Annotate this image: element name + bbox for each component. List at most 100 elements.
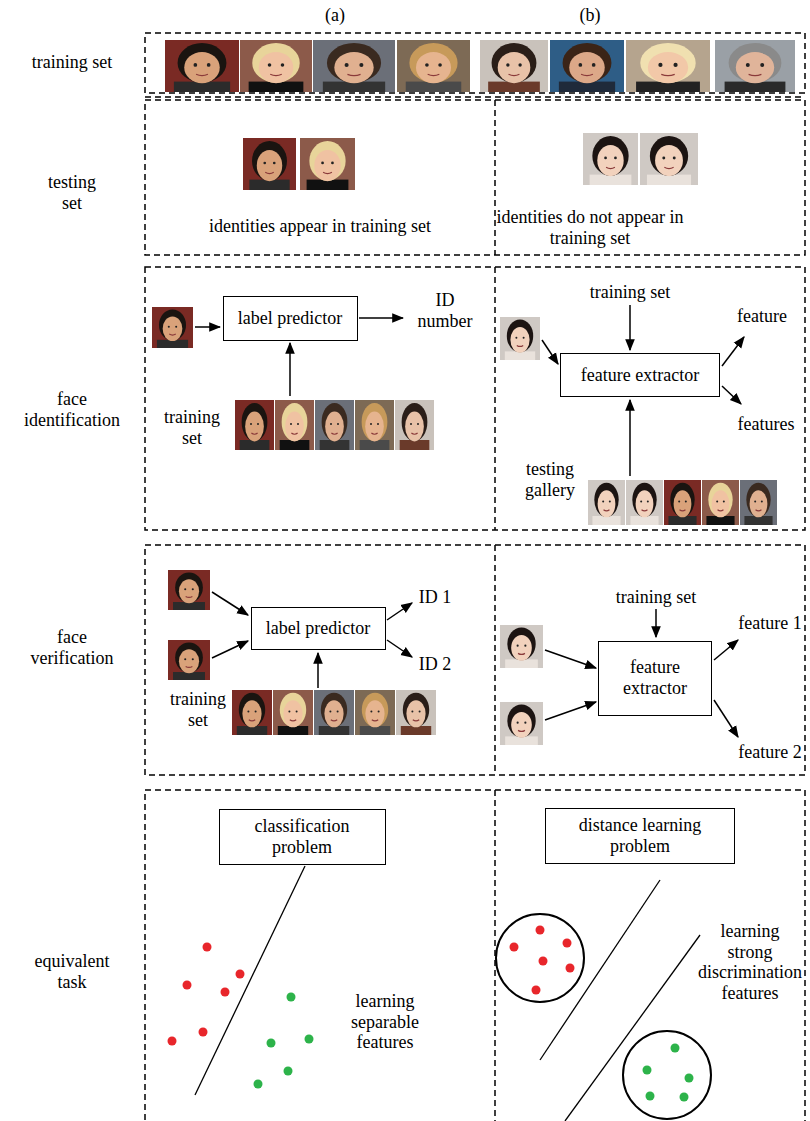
arrow xyxy=(195,326,220,328)
face-photo xyxy=(243,138,296,190)
photo-background xyxy=(152,307,193,348)
photo-background xyxy=(314,690,354,735)
photo-eye xyxy=(370,711,372,713)
photo-hair xyxy=(729,43,782,83)
photo-shoulders xyxy=(647,175,691,185)
face-photo xyxy=(355,690,395,735)
photo-mouth xyxy=(372,720,378,721)
face-photo xyxy=(500,702,543,745)
face-photo xyxy=(232,690,272,735)
face-photo xyxy=(500,317,540,360)
photo-eye xyxy=(290,423,292,425)
photo-background xyxy=(300,138,355,190)
text-label: ID number xyxy=(418,290,473,331)
process-box: label predictor xyxy=(251,607,386,650)
photo-background xyxy=(480,40,548,92)
face-photo xyxy=(583,133,638,185)
separating-line xyxy=(195,866,305,1095)
photo-mouth xyxy=(604,510,610,511)
photo-mouth xyxy=(270,74,282,75)
box-text-group: label predictor xyxy=(238,308,342,329)
photo-face xyxy=(285,412,304,442)
face-photo xyxy=(168,570,210,610)
sample-dot xyxy=(510,943,519,952)
arrow xyxy=(545,702,596,720)
arrow xyxy=(722,337,744,366)
photo-hair xyxy=(640,43,695,83)
separating-line xyxy=(540,880,660,1060)
photo-eye xyxy=(523,337,525,339)
process-box: feature extractor xyxy=(598,641,712,716)
photo-hair xyxy=(239,693,265,727)
arrow xyxy=(387,603,412,620)
photo-hair xyxy=(402,403,428,441)
photo-eye xyxy=(524,645,526,647)
photo-eye xyxy=(268,63,272,67)
photo-background xyxy=(275,400,314,450)
face-photo xyxy=(500,625,543,668)
photo-hair xyxy=(403,693,429,727)
box-label: feature extractor xyxy=(623,657,687,698)
photo-eye xyxy=(592,63,596,67)
photo-background xyxy=(313,40,395,92)
photo-hair xyxy=(362,693,388,727)
photo-eye xyxy=(255,711,257,713)
photo-face xyxy=(163,316,183,341)
photo-mouth xyxy=(323,172,332,173)
face-photo xyxy=(395,400,434,450)
face-photo xyxy=(626,40,710,92)
photo-hair xyxy=(280,693,306,727)
photo-mouth xyxy=(518,653,525,654)
photo-background xyxy=(500,625,543,668)
sample-dot xyxy=(643,1066,652,1075)
photo-face xyxy=(655,145,683,176)
text-label: identities appear in training set xyxy=(209,216,431,237)
photo-hair xyxy=(282,403,308,441)
photo-hair xyxy=(175,572,203,602)
photo-eye xyxy=(281,63,285,67)
photo-shoulders xyxy=(590,175,632,185)
text-label: training set xyxy=(616,587,696,608)
photo-face xyxy=(245,412,264,442)
photo-face xyxy=(736,52,774,83)
photo-eye xyxy=(410,423,412,425)
photo-eye xyxy=(604,157,607,160)
text-label: features xyxy=(738,414,795,435)
sample-dot xyxy=(539,957,548,966)
photo-eye xyxy=(257,423,259,425)
text-label: learning separable features xyxy=(351,991,419,1053)
sample-dot xyxy=(284,1067,293,1076)
photo-eye xyxy=(506,63,509,66)
photo-eye xyxy=(602,501,604,503)
photo-background xyxy=(235,400,274,450)
sample-dot xyxy=(199,1028,208,1037)
sample-dot xyxy=(221,988,230,997)
arrow xyxy=(722,386,741,404)
photo-mouth xyxy=(718,510,724,511)
photo-eye xyxy=(184,588,186,590)
photo-background xyxy=(583,133,638,185)
arrow xyxy=(359,317,403,319)
photo-background xyxy=(626,480,663,525)
photo-eye xyxy=(288,711,290,713)
photo-hair xyxy=(175,642,203,672)
process-box: distance learning problem xyxy=(545,808,735,864)
photo-face xyxy=(598,490,616,517)
photo-eye xyxy=(673,157,676,160)
photo-face xyxy=(597,145,623,176)
photo-eye xyxy=(330,423,332,425)
photo-eye xyxy=(515,337,517,339)
photo-face xyxy=(325,412,344,442)
photo-eye xyxy=(273,162,276,165)
dashed-panel xyxy=(145,545,805,775)
photo-shoulders xyxy=(505,736,538,745)
sample-dot xyxy=(536,926,545,935)
sample-dot xyxy=(671,1044,680,1053)
photo-eye xyxy=(175,326,177,328)
photo-mouth xyxy=(290,720,296,721)
sample-dot xyxy=(685,1074,694,1083)
photo-background xyxy=(500,702,543,745)
photo-eye xyxy=(746,63,750,67)
process-box: feature extractor xyxy=(560,353,720,397)
arrow xyxy=(212,641,248,658)
